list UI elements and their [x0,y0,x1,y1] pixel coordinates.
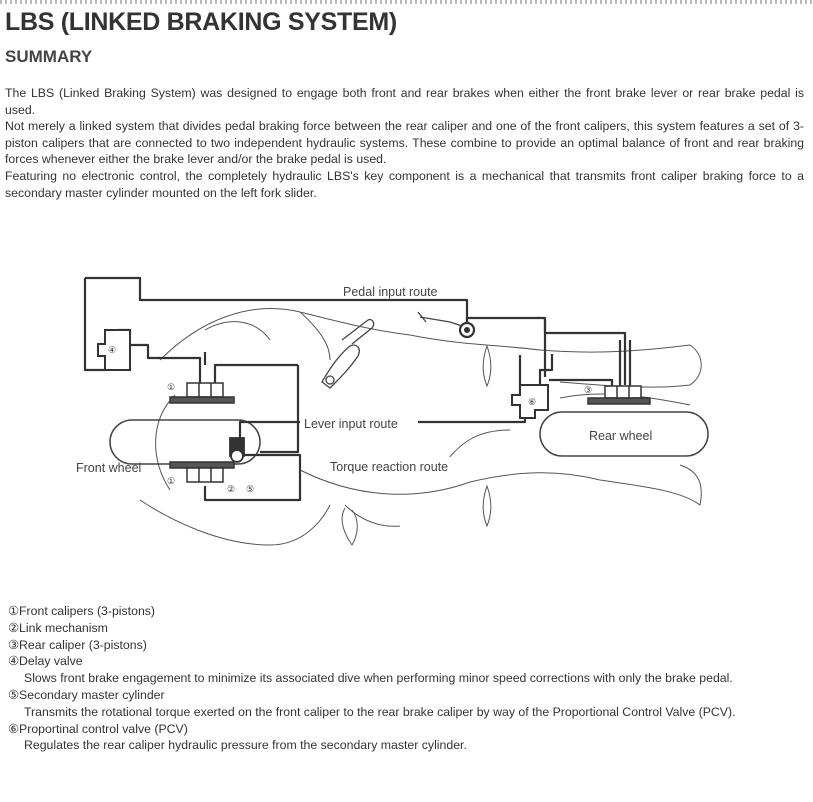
pcv-shape [511,384,549,419]
legend-item: ⑥Proportinal control valve (PCV) Regulat… [8,721,808,755]
delay-valve-shape [97,329,131,371]
torque-reaction-route-label: Torque reaction route [330,460,448,474]
legend-list: ①Front calipers (3-pistons) ②Link mechan… [8,603,808,754]
callout-3: ③ [584,385,592,395]
lbs-diagram: Pedal input route Lever input route Torq… [76,276,709,546]
lever-input-route-label: Lever input route [304,417,398,431]
legend-item: ②Link mechanism [8,620,108,635]
section-title: SUMMARY [5,47,93,66]
legend-desc: Regulates the rear caliper hydraulic pre… [24,738,467,753]
intro-text: The LBS (Linked Braking System) was desi… [5,85,804,201]
page-title: LBS (LINKED BRAKING SYSTEM) [5,8,397,36]
brake-lever-icon [321,318,375,389]
legend-item: ①Front calipers (3-pistons) [8,604,156,618]
legend-item: ⑤Secondary master cylinder Transmits the… [8,687,808,721]
callout-6: ⑥ [528,397,536,407]
front-caliper-upper [169,382,235,404]
rear-wheel-shape [539,411,709,457]
front-wheel-label: Front wheel [76,461,141,475]
intro-paragraph: Not merely a linked system that divides … [5,119,804,167]
legend-item: ③Rear caliper (3-pistons) [8,637,147,652]
front-caliper-lower [169,461,235,483]
intro-paragraph: Featuring no electronic control, the com… [5,168,804,200]
top-rule [0,0,813,4]
rear-caliper [587,385,651,405]
callout-1-upper: ① [167,382,175,392]
legend-desc: Slows front brake engagement to minimize… [24,671,733,686]
legend-desc: Transmits the rotational torque exerted … [24,704,736,719]
callout-5: ⑤ [246,484,254,494]
callout-2: ② [227,484,235,494]
rear-wheel-label: Rear wheel [589,429,652,443]
intro-paragraph: The LBS (Linked Braking System) was desi… [5,86,804,117]
motorcycle-outline [139,308,702,546]
callout-4: ④ [108,345,116,355]
legend-item: ④Delay valve Slows front brake engagemen… [8,653,808,687]
pedal-input-route-label: Pedal input route [343,285,438,299]
brake-pedal-icon [417,311,463,327]
callout-1-lower: ① [167,476,175,486]
secondary-master-cylinder [229,437,245,463]
